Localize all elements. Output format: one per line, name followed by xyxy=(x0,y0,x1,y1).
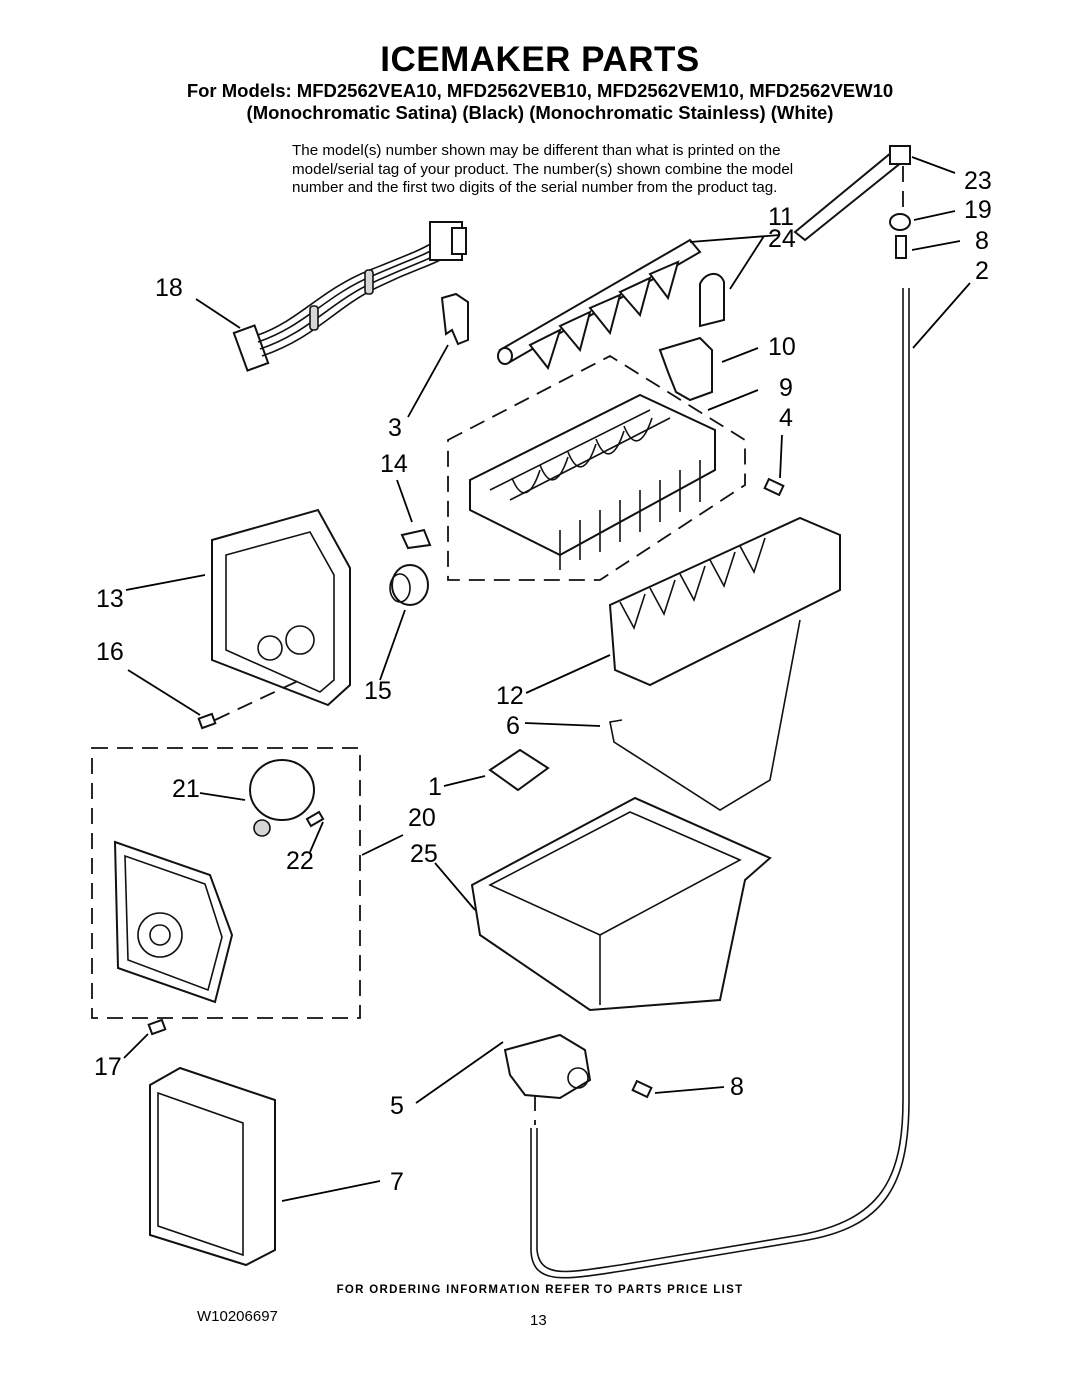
callout-22: 22 xyxy=(286,847,314,875)
bearing-part xyxy=(658,336,713,402)
callout-18: 18 xyxy=(155,274,183,302)
callout-2: 2 xyxy=(975,257,989,285)
callout-19: 19 xyxy=(964,196,992,224)
insulation-part xyxy=(488,748,550,792)
callout-14: 14 xyxy=(380,450,408,478)
page-number: 13 xyxy=(530,1312,547,1329)
icemaker-mold-part xyxy=(469,393,716,570)
callout-25: 25 xyxy=(410,840,438,868)
motor-assembly-outline xyxy=(91,747,361,1019)
model-finishes-line: (Monochromatic Satina) (Black) (Monochro… xyxy=(246,102,834,123)
ice-bin-part xyxy=(470,796,772,1012)
callout-11: 11 xyxy=(768,203,794,231)
control-module-part xyxy=(113,840,234,1004)
control-housing-part xyxy=(211,508,351,707)
callout-15: 15 xyxy=(364,677,392,705)
screw-part-22 xyxy=(305,810,325,828)
stripper-part xyxy=(608,516,841,687)
callout-9: 9 xyxy=(779,374,793,402)
callout-20: 20 xyxy=(408,804,436,832)
callout-17: 17 xyxy=(94,1053,122,1081)
callout-4: 4 xyxy=(779,404,793,432)
callout-8-valve-screw: 8 xyxy=(730,1073,744,1101)
callout-5: 5 xyxy=(390,1092,404,1120)
tube-fitting-part xyxy=(895,235,907,259)
fill-cup-part xyxy=(793,145,911,242)
fill-tube-part xyxy=(536,288,904,1273)
callout-13: 13 xyxy=(96,585,124,613)
note-line: number and the first two digits of the s… xyxy=(292,179,778,196)
callout-numbers: 18 3 14 11 24 10 9 4 23 19 8 2 13 16 15 … xyxy=(94,167,992,1196)
callout-21: 21 xyxy=(172,775,200,803)
leader-lines xyxy=(123,156,971,1202)
callout-3: 3 xyxy=(388,414,402,442)
note-line: The model(s) number shown may be differe… xyxy=(292,142,781,159)
thermostat-part-15 xyxy=(389,564,429,606)
mold-assembly-outline xyxy=(447,354,746,581)
screw-part-4 xyxy=(763,477,785,497)
front-cover-part xyxy=(149,1066,276,1267)
callout-1: 1 xyxy=(428,773,442,801)
document-number: W10206697 xyxy=(197,1308,278,1325)
model-number-note: The model(s) number shown may be differe… xyxy=(292,142,852,198)
screw-part-8 xyxy=(631,1079,653,1099)
ejector-assembly-part xyxy=(497,238,702,371)
bracket-part-14 xyxy=(400,528,432,550)
page-title: ICEMAKER PARTS xyxy=(380,40,700,79)
callout-23: 23 xyxy=(964,167,992,195)
screw-part-16 xyxy=(197,679,301,730)
callout-7: 7 xyxy=(390,1168,404,1196)
models-line: For Models: MFD2562VEA10, MFD2562VEB10, … xyxy=(186,80,894,101)
callout-10: 10 xyxy=(768,333,796,361)
clip-part xyxy=(440,292,469,346)
grommet-part xyxy=(889,213,911,231)
motor-part xyxy=(249,759,315,837)
callout-16: 16 xyxy=(96,638,124,666)
shutoff-arm-part xyxy=(699,273,725,328)
wire-harness-part xyxy=(232,221,467,372)
callout-8: 8 xyxy=(975,227,989,255)
callout-6: 6 xyxy=(506,712,520,740)
water-valve-part xyxy=(503,1033,592,1125)
note-line: model/serial tag of your product. The nu… xyxy=(292,160,794,178)
callout-12: 12 xyxy=(496,682,524,710)
ordering-information: FOR ORDERING INFORMATION REFER TO PARTS … xyxy=(336,1284,744,1296)
shutoff-arm-wire xyxy=(609,619,801,811)
screw-part-17 xyxy=(147,1018,167,1036)
callout-24: 24 xyxy=(768,225,796,253)
